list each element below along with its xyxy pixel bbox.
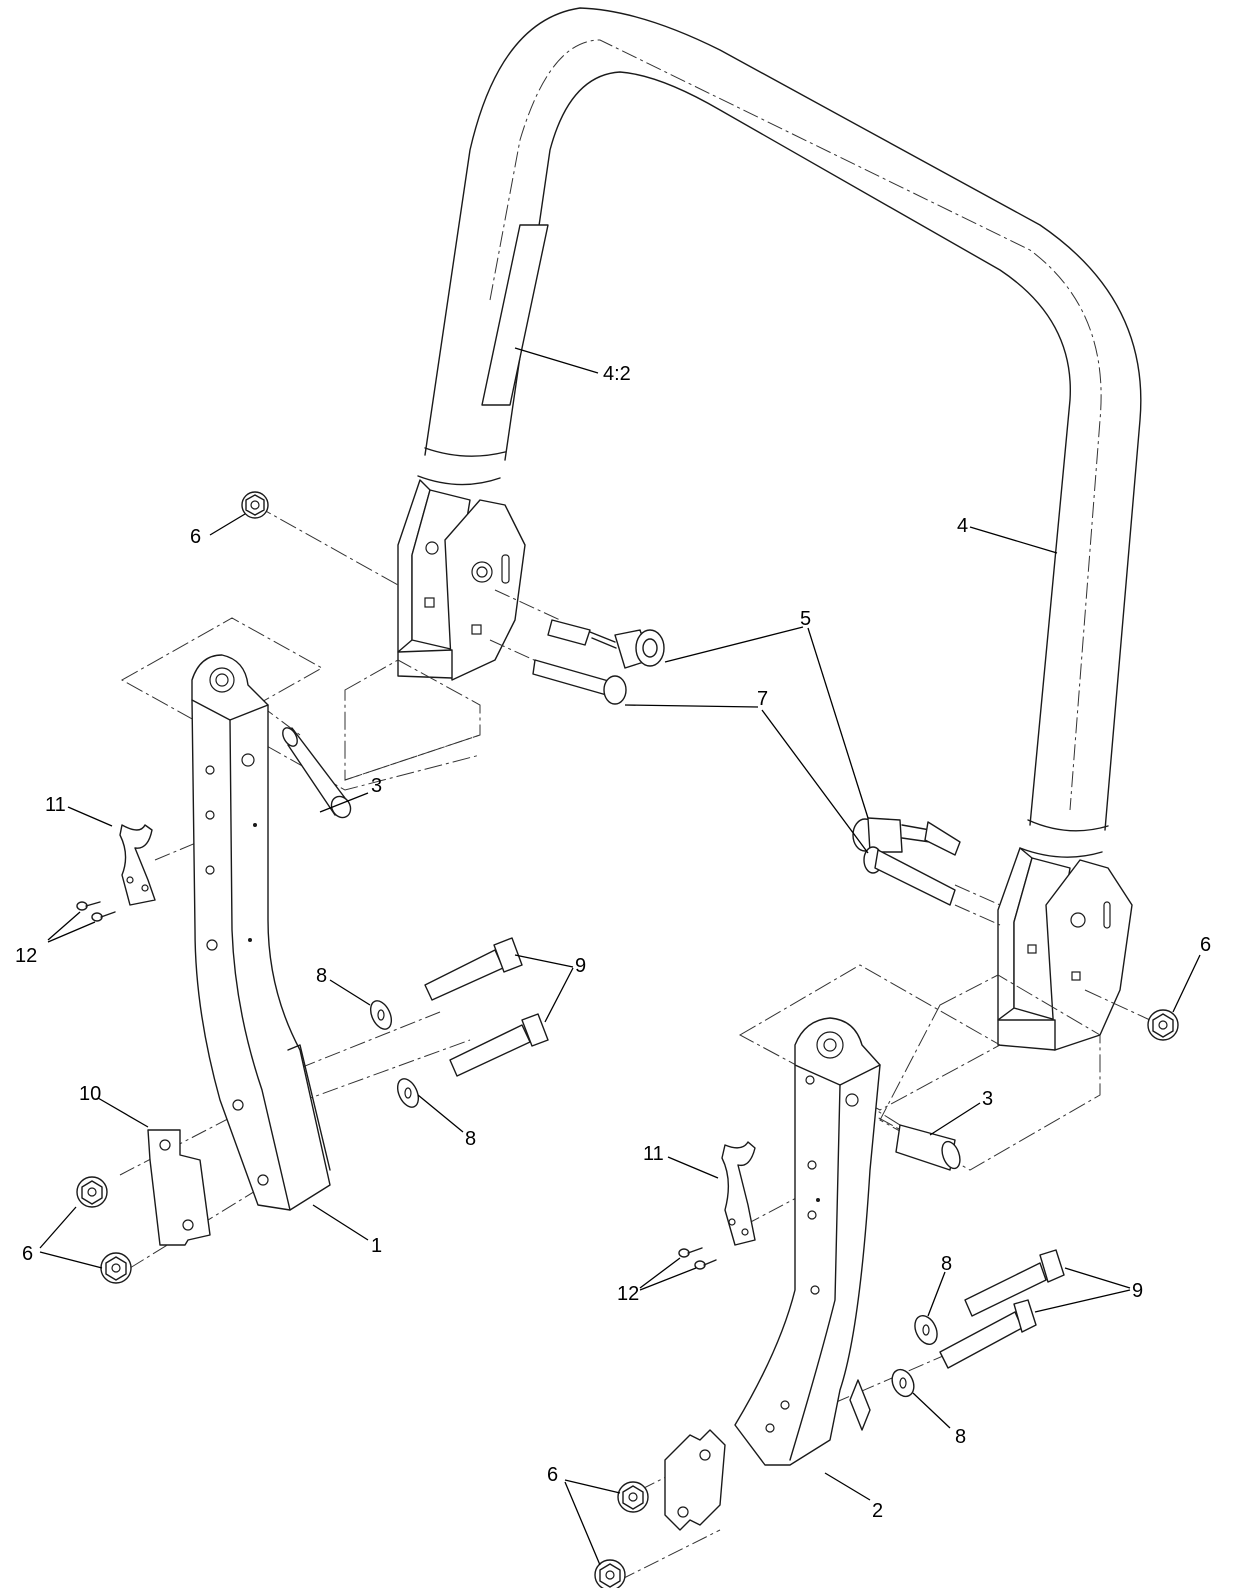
callout-1: 1 [371, 1235, 382, 1257]
callout-2: 2 [872, 1500, 883, 1522]
callout-8-upper-left: 8 [316, 965, 327, 987]
left-upright-part-1 [191, 654, 331, 1211]
clevis-pin-upper [532, 659, 627, 705]
spacer-right [895, 1124, 961, 1171]
right-upright-part-2 [734, 1017, 881, 1466]
lock-pin-lower [852, 817, 961, 856]
callout-4-2: 4:2 [603, 363, 631, 385]
callout-11-right: 11 [643, 1143, 664, 1165]
screw-right-b [694, 1259, 717, 1270]
callout-6-bottom: 6 [547, 1464, 558, 1486]
washer-right-upper [914, 1315, 938, 1345]
callout-3-right: 3 [982, 1088, 993, 1110]
clevis-pin-lower [863, 846, 956, 906]
callout-5: 5 [800, 608, 811, 630]
backing-plate-right [664, 1429, 726, 1531]
left-rollbar-bracket [397, 479, 526, 681]
leader-lines [39, 347, 1201, 1566]
callout-10: 10 [79, 1083, 101, 1105]
callout-9-left: 9 [575, 955, 586, 977]
clip-part-11-right [721, 1141, 756, 1246]
clip-part-11-left [119, 824, 156, 906]
callout-6-top: 6 [190, 526, 201, 548]
spacer-left [282, 727, 352, 819]
flange-nut-bottom-lower [594, 1559, 626, 1588]
callout-labels: 4:2 4 6 5 7 3 11 12 8 9 10 8 1 6 6 3 11 … [15, 363, 1211, 1522]
callout-8-upper-right: 8 [941, 1253, 952, 1275]
callout-12-left: 12 [15, 945, 37, 967]
roll-bar-hoop [417, 7, 1142, 858]
washer-left-upper [369, 1000, 393, 1030]
washer-right-lower [891, 1368, 915, 1398]
callout-8-lower-left: 8 [465, 1128, 476, 1150]
screw-left-a [76, 901, 101, 911]
bolt-right-upper [964, 1249, 1065, 1317]
flange-nut-right [1147, 1009, 1179, 1041]
decal-label [481, 224, 549, 406]
callout-11-left: 11 [45, 794, 66, 816]
callout-12-right: 12 [617, 1283, 639, 1305]
bolt-left-lower [449, 1013, 549, 1077]
screw-right-a [678, 1247, 703, 1258]
flange-nut-top [241, 491, 269, 519]
bolt-left-upper [424, 937, 523, 1001]
callout-9-right: 9 [1132, 1280, 1143, 1302]
washer-left-lower [396, 1078, 420, 1108]
bolt-right-lower [939, 1299, 1037, 1369]
flange-nut-left-lower [100, 1252, 132, 1284]
flange-nut-bottom-upper [617, 1481, 649, 1513]
callout-6-right: 6 [1200, 934, 1211, 956]
backing-plate-part-10 [147, 1129, 211, 1246]
callout-4: 4 [957, 515, 968, 537]
screw-left-b [91, 911, 116, 922]
callout-7: 7 [757, 688, 768, 710]
callout-8-lower-right: 8 [955, 1426, 966, 1448]
callout-6-left: 6 [22, 1243, 33, 1265]
lock-pin-upper [547, 619, 665, 669]
right-rollbar-bracket [997, 847, 1133, 1051]
flange-nut-left-upper [76, 1176, 108, 1208]
callout-3-left: 3 [371, 775, 382, 797]
